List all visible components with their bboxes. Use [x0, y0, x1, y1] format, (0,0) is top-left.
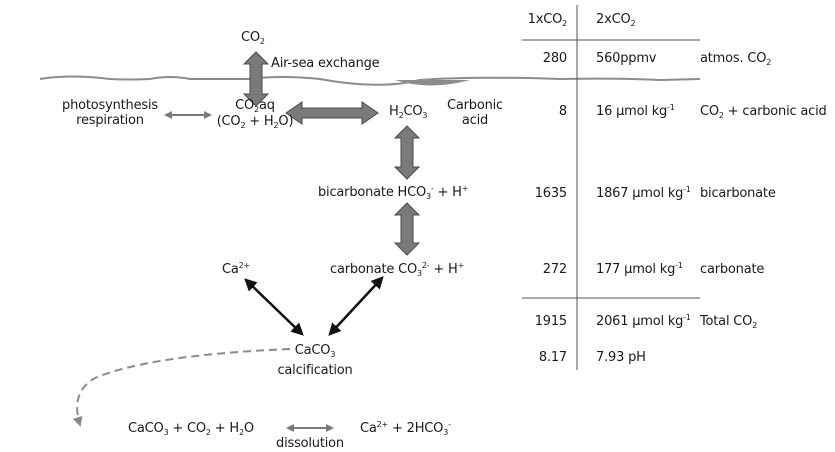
calcium-ion-label: Ca2+: [222, 261, 251, 278]
sea-surface-dip: [395, 80, 470, 86]
acid-label: acid: [461, 113, 489, 128]
dissolution-arrow: [286, 424, 334, 432]
photosynthesis-arrow: [164, 111, 212, 119]
table-row-ph-1x: 8.17: [538, 350, 567, 365]
table-header-1xco2: 1xCO2: [527, 12, 568, 28]
sinking-dashed-arrow: [72, 348, 291, 427]
table-row-atmos-2x: 560ppmv: [596, 51, 657, 66]
table-row-atmos-1x: 280: [542, 51, 567, 66]
sea-surface: [39, 75, 701, 86]
table-row-co2aq-label: CO2 + carbonic acid: [700, 104, 827, 120]
respiration-label: respiration: [76, 113, 144, 128]
table-row-co2aq-2x: 16 µmol kg-1: [596, 103, 675, 120]
table-row-total-label: Total CO2: [700, 314, 758, 330]
carbonate-caco3-arrow: [328, 276, 384, 336]
calcification-label: calcification: [277, 363, 353, 378]
table-row-carbonate-label: carbonate: [700, 262, 765, 277]
air-sea-arrow: [242, 51, 270, 107]
h2co3-bicarbonate-arrow: [393, 125, 421, 180]
table-row-bicarbonate-2x: 1867 µmol kg-1: [596, 185, 691, 202]
caco3-formula: CaCO3: [294, 343, 336, 359]
calcium-caco3-arrow: [244, 278, 304, 336]
atmospheric-co2-label: CO2: [241, 30, 265, 46]
photosynthesis-label: photosynthesis: [62, 98, 158, 113]
table-row-bicarbonate-label: bicarbonate: [700, 186, 776, 201]
carbonic-label: Carbonic: [447, 98, 503, 113]
table-row-co2aq-1x: 8: [558, 104, 567, 119]
table-row-total-2x: 2061 µmol kg-1: [596, 313, 691, 330]
table-row-ph-2x: 7.93 pH: [596, 350, 646, 365]
bicarbonate-carbonate-arrow: [393, 202, 421, 256]
co2aq-h2co3-arrow: [285, 101, 379, 125]
table-row-total-1x: 1915: [534, 314, 567, 329]
dissolution-reactants: CaCO3 + CO2 + H2O: [128, 421, 254, 437]
table-row-carbonate-2x: 177 µmol kg-1: [596, 261, 683, 278]
table-header-2xco2: 2xCO2: [596, 12, 636, 28]
bicarbonate-label: bicarbonate HCO3- + H+: [318, 184, 469, 201]
air-sea-exchange-label: Air-sea exchange: [271, 56, 380, 71]
co2aq-label: CO2aq: [235, 98, 275, 114]
h2co3-formula: H2CO3: [389, 104, 428, 120]
table-row-carbonate-1x: 272: [542, 262, 567, 277]
carbonate-label: carbonate CO32- + H+: [330, 261, 465, 278]
dissolution-products: Ca2+ + 2HCO3-: [360, 420, 451, 437]
table-row-atmos-label: atmos. CO2: [700, 51, 772, 67]
co2aq-composition: (CO2 + H2O): [216, 114, 294, 130]
dissolution-label: dissolution: [276, 436, 344, 451]
table-row-bicarbonate-1x: 1635: [534, 186, 567, 201]
